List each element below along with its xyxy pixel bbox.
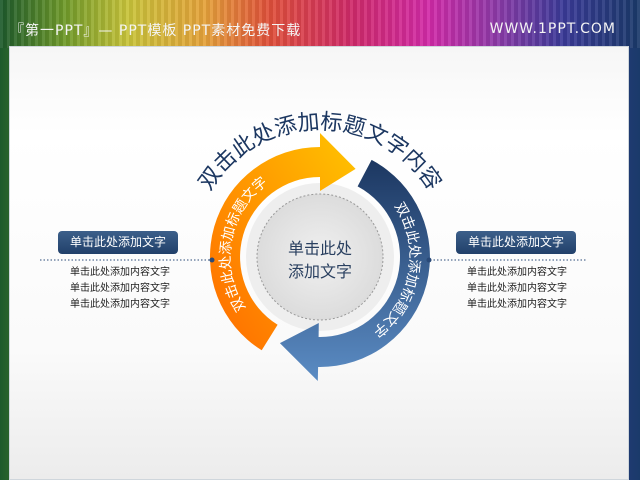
left-text-line: 单击此处添加内容文字 (70, 283, 170, 294)
left-text-block[interactable]: 单击此处添加内容文字 单击此处添加内容文字 单击此处添加内容文字 (45, 265, 195, 313)
blue-cycle-arrow[interactable] (279, 159, 430, 381)
right-connector-dot (426, 257, 432, 263)
center-circle[interactable] (256, 193, 384, 321)
orange-cycle-arrow[interactable] (209, 133, 356, 351)
right-text-block[interactable]: 单击此处添加内容文字 单击此处添加内容文字 单击此处添加内容文字 (442, 265, 592, 313)
right-text-line: 单击此处添加内容文字 (467, 267, 567, 278)
left-connector-dot (209, 257, 215, 263)
center-text-line-2: 添加文字 (288, 262, 352, 281)
left-text-line: 单击此处添加内容文字 (70, 299, 170, 310)
right-text-line: 单击此处添加内容文字 (467, 283, 567, 294)
left-text-line: 单击此处添加内容文字 (70, 267, 170, 278)
brand-text: 『第一PPT』— PPT模板 PPT素材免费下载 (10, 23, 302, 39)
right-text-line: 单击此处添加内容文字 (467, 299, 567, 310)
left-label-box[interactable]: 单击此处添加文字 (58, 231, 178, 254)
center-text-line-1: 单击此处 (288, 239, 352, 258)
banner (0, 0, 640, 48)
website-url: WWW.1PPT.COM (489, 21, 616, 37)
right-label-box[interactable]: 单击此处添加文字 (456, 231, 576, 254)
